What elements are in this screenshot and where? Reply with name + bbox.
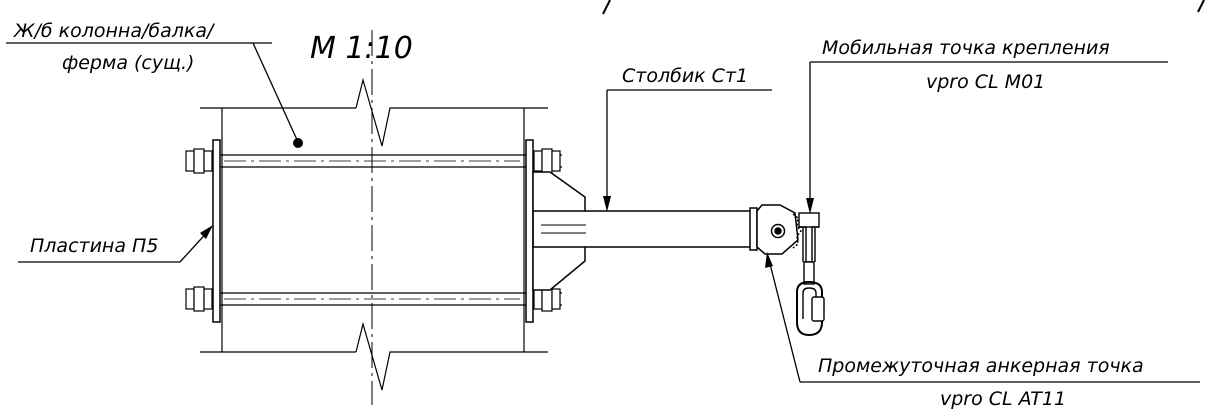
mobile-label-line1: Мобильная точка крепления <box>822 37 1110 59</box>
left-nuts <box>185 148 213 312</box>
column-outline <box>200 77 548 391</box>
mobile-label-line2: vpro CL M01 <box>926 71 1045 93</box>
post-tube <box>585 207 758 251</box>
intermediate-callout: Промежуточная анкерная точка vpro CL AT1… <box>765 252 1200 410</box>
anchor-head <box>756 204 802 255</box>
plate-label: Пластина П5 <box>30 235 158 257</box>
intermediate-label-line2: vpro CL AT11 <box>940 388 1066 410</box>
column-label-line1: Ж/б колонна/балка/ <box>13 20 216 42</box>
mobile-callout: Мобильная точка крепления vpro CL M01 <box>806 37 1168 214</box>
column-callout: Ж/б колонна/балка/ ферма (сущ.) <box>6 20 303 148</box>
intermediate-label-line1: Промежуточная анкерная точка <box>818 355 1144 377</box>
column-label-line2: ферма (сущ.) <box>62 52 194 74</box>
mobile-anchor <box>796 212 825 337</box>
plate-callout: Пластина П5 <box>18 225 213 263</box>
cropped-title-remnants <box>602 0 1205 15</box>
scale-label: М 1:10 <box>310 31 413 66</box>
post-bracket <box>532 171 586 291</box>
post-label: Столбик Ст1 <box>622 65 748 87</box>
post-callout: Столбик Ст1 <box>603 65 772 212</box>
right-nuts <box>533 148 561 312</box>
threaded-rods <box>186 154 562 306</box>
